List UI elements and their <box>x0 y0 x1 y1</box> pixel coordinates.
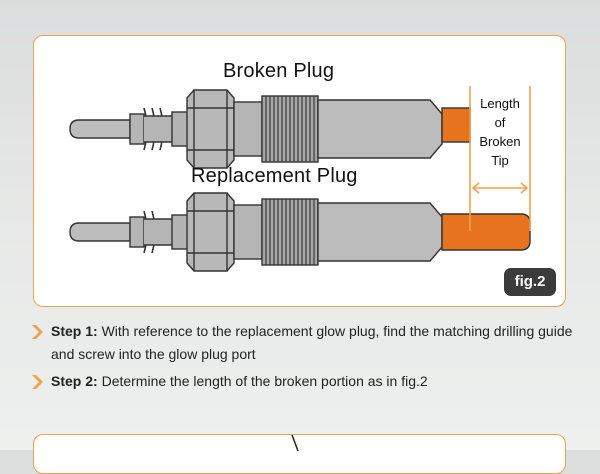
replacement-plug-title: Replacement Plug <box>191 165 358 187</box>
replacement-plug-shank <box>233 204 263 260</box>
broken-plug-pin <box>69 119 131 139</box>
glow-plug-diagram <box>69 86 531 272</box>
replacement-plug <box>69 192 531 272</box>
step-1: Step 1: With reference to the replacemen… <box>31 320 576 366</box>
broken-plug-tip <box>441 107 471 143</box>
step-2: Step 2: Determine the length of the brok… <box>31 370 576 393</box>
broken-tip-length-label: Length of Broken Tip <box>470 94 530 170</box>
next-figure-line <box>291 435 299 452</box>
broken-plug-body <box>317 99 443 159</box>
length-dimension <box>469 86 531 231</box>
instruction-steps: Step 1: With reference to the replacemen… <box>31 320 576 397</box>
step-number: Step 1: <box>51 323 98 339</box>
tip-label-line: Tip <box>491 153 509 168</box>
replacement-plug-collar <box>129 216 145 248</box>
step-text: With reference to the replacement glow p… <box>51 323 573 362</box>
replacement-plug-tip <box>441 213 531 251</box>
broken-plug-shank <box>233 101 263 157</box>
replacement-plug-pin <box>69 222 131 242</box>
figure-badge: fig.2 <box>504 268 556 296</box>
tip-label-line: Length <box>480 96 520 111</box>
chevron-right-icon <box>32 375 43 389</box>
step-number: Step 2: <box>51 373 98 389</box>
broken-plug <box>69 89 471 169</box>
replacement-plug-body <box>317 202 443 262</box>
tip-label-line: of <box>494 115 506 130</box>
chevron-right-icon <box>32 325 43 339</box>
tip-label-line: Broken <box>479 134 521 149</box>
figure-card: Broken Plug Replacement Plug Length of B… <box>33 35 566 307</box>
broken-plug-collar <box>129 113 145 145</box>
broken-plug-title: Broken Plug <box>223 60 335 82</box>
step-text: Determine the length of the broken porti… <box>97 373 428 389</box>
next-figure-card <box>33 434 566 474</box>
